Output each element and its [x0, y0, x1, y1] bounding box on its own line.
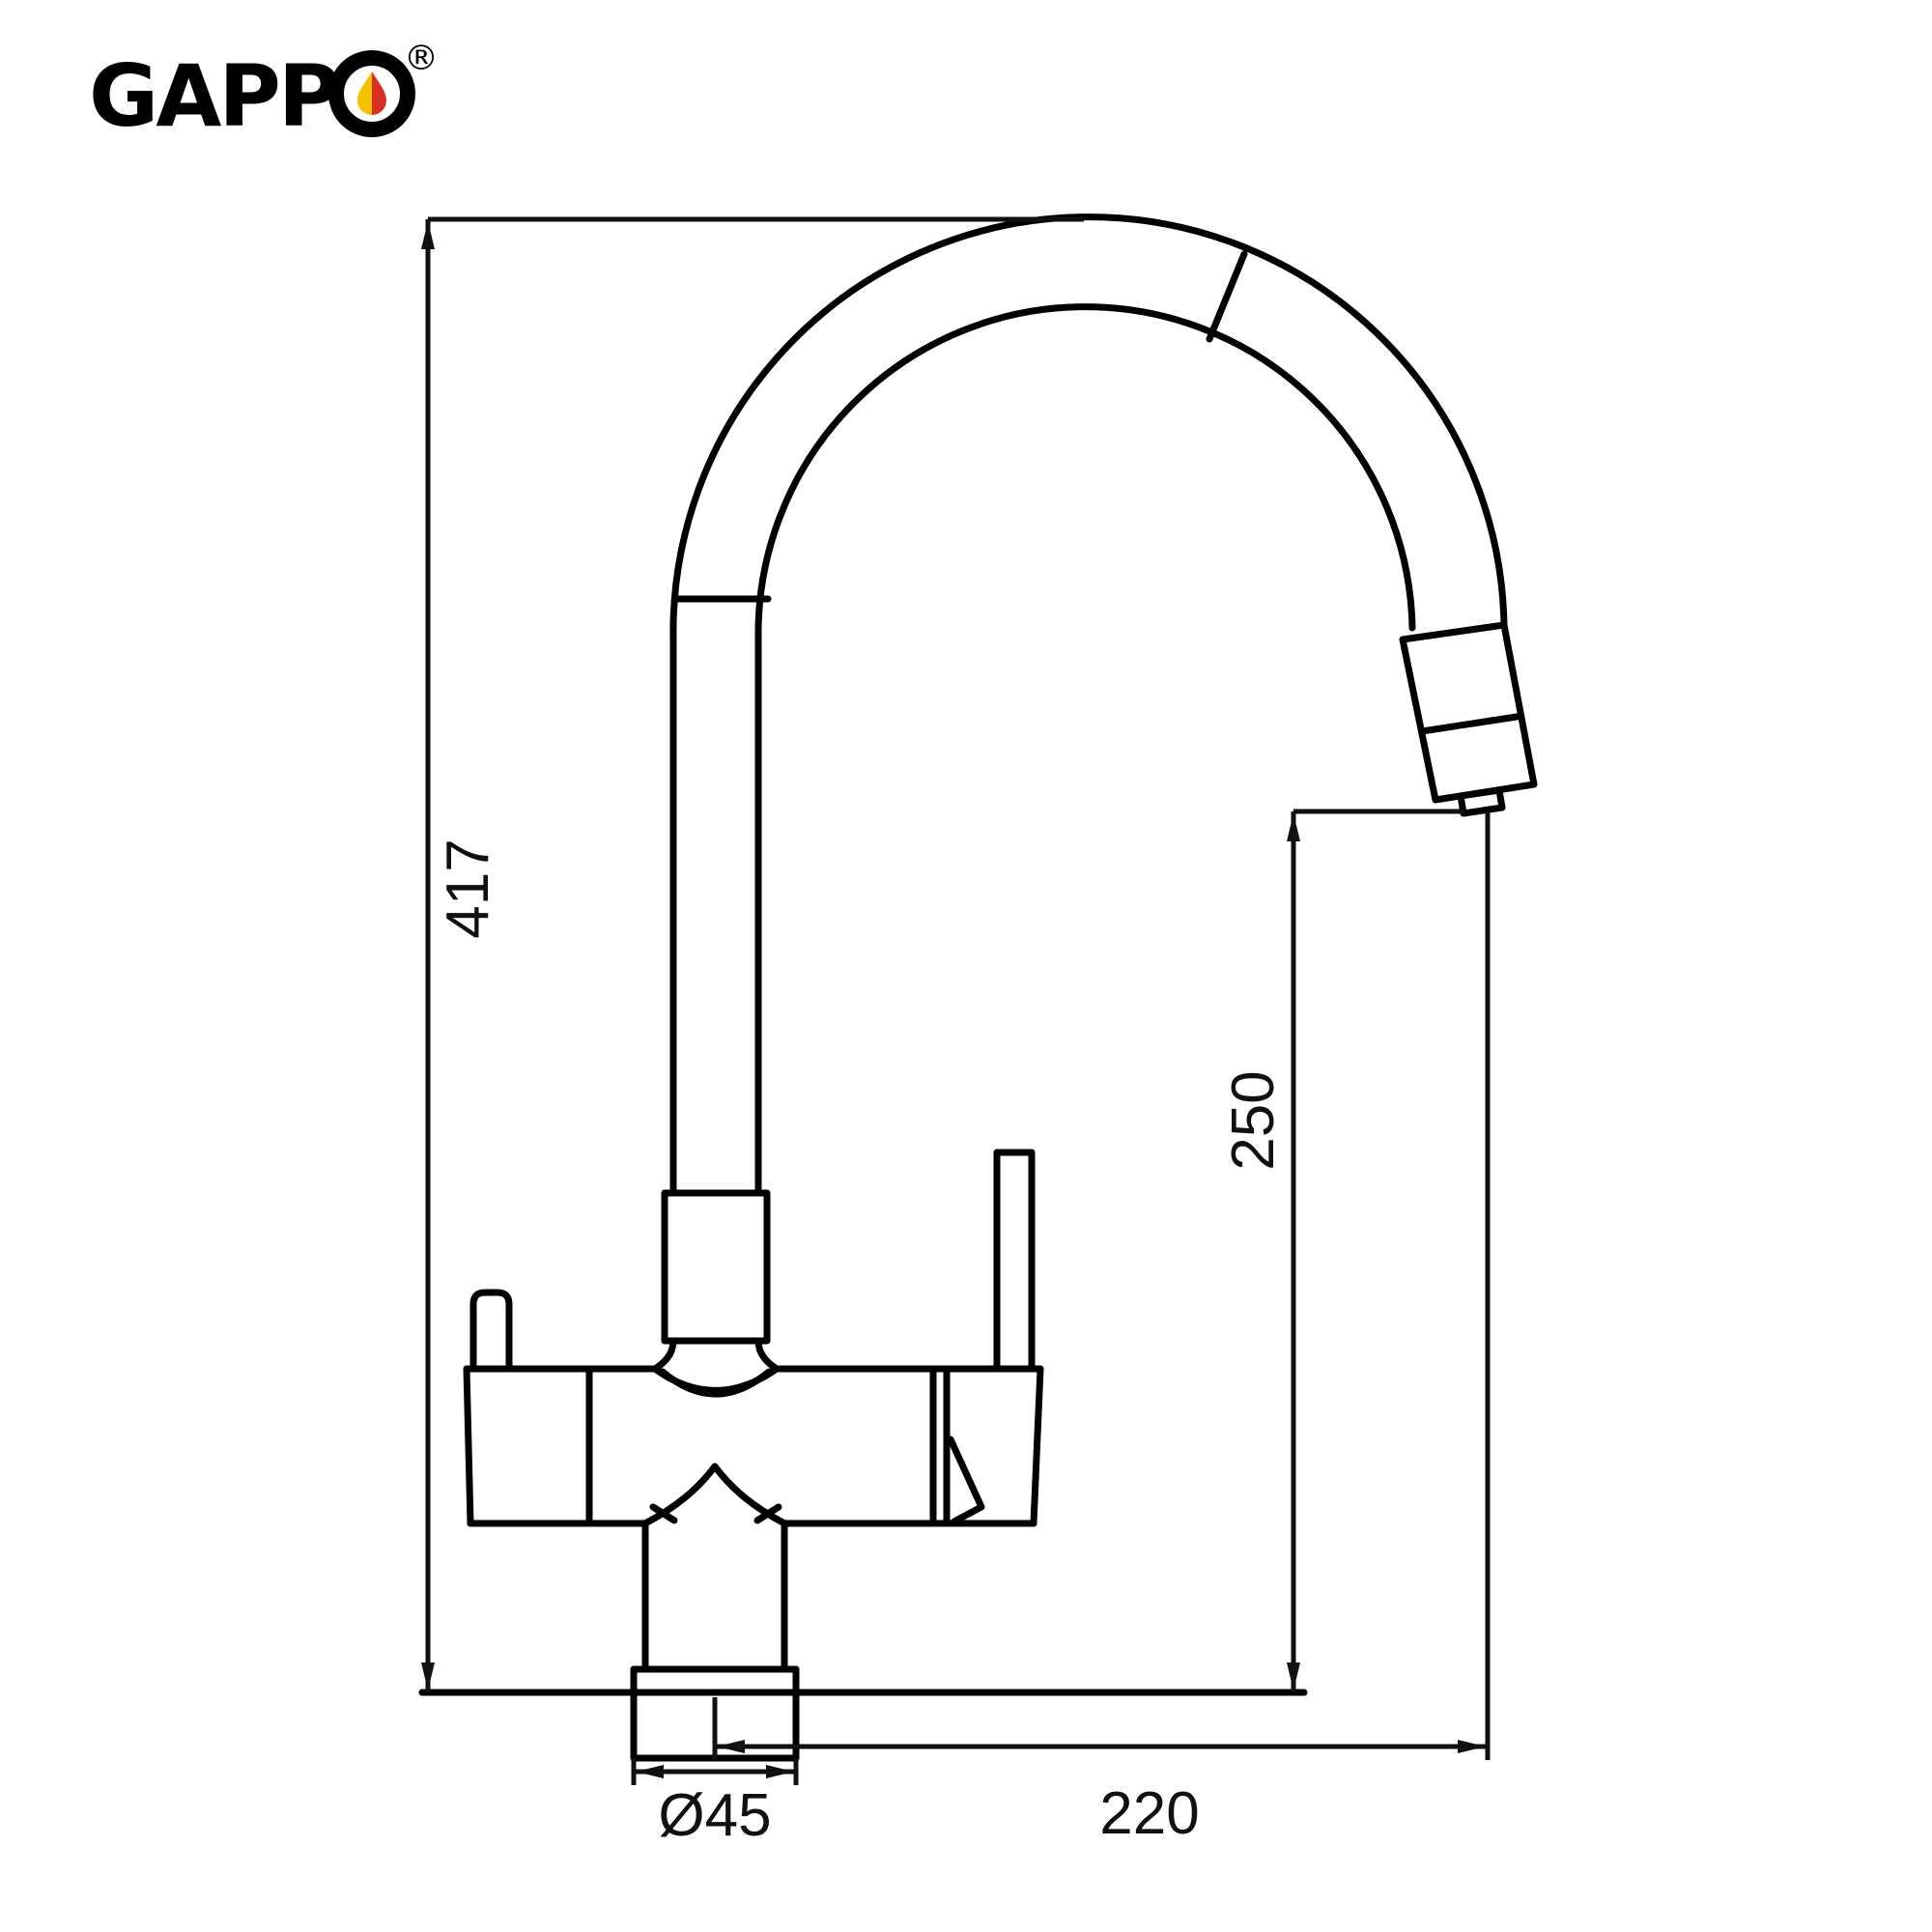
filtered-water-lever: [469, 1289, 513, 1373]
handle-base-detail-lines: [947, 1435, 985, 1525]
spray-head-body: [1399, 621, 1538, 804]
arrowhead-down-icon: [1287, 1662, 1300, 1690]
body-left-end-cap-edge: [463, 1365, 474, 1527]
arrowhead-right-icon: [766, 1765, 794, 1778]
spray-head-joint-line: [1418, 713, 1520, 735]
logo-drop-left-half: [357, 71, 372, 115]
riser-flare-right: [754, 1337, 781, 1373]
spout-flex-joint-line: [1206, 250, 1248, 343]
arrowhead-down-icon: [421, 1662, 435, 1690]
logo-wordmark-text: GAPP: [89, 46, 337, 146]
dim-250-label: 250: [1220, 1070, 1287, 1170]
body-right-end-cap-edge: [1030, 1365, 1044, 1527]
dimension-total-height: 417: [421, 216, 1084, 1692]
faucet-outline: [463, 213, 1538, 1762]
arrowhead-up-icon: [1287, 813, 1300, 841]
arrowhead-left-icon: [636, 1765, 664, 1778]
dimension-spout-outlet-height: 250: [1220, 809, 1464, 1692]
mixer-lever: [993, 1149, 1036, 1373]
dim-417-label: 417: [435, 838, 501, 938]
registered-trademark-symbol: ®: [404, 39, 439, 78]
riser-dome-inner: [659, 1368, 773, 1398]
body-right-joint-lines: [929, 1365, 951, 1527]
gooseneck-inner-curve: [754, 303, 1416, 1197]
logo-o-ring: [328, 50, 415, 137]
cone-foot-detail-lines: [649, 1503, 782, 1524]
dim-45-label: Ø45: [658, 1782, 771, 1849]
base-column-sides: [641, 1520, 788, 1673]
arrowhead-right-icon: [1458, 1740, 1486, 1753]
logo-drop-right-half: [372, 71, 386, 115]
dim-220-label: 220: [1099, 1780, 1199, 1847]
arrowhead-up-icon: [421, 221, 435, 249]
gooseneck-outer-curve: [669, 213, 1508, 1197]
gappo-logo: GAPP ®: [89, 39, 439, 146]
arrowhead-left-icon: [717, 1740, 745, 1753]
dimension-base-diameter: Ø45: [631, 1758, 799, 1849]
spray-head-nozzle-tip: [1457, 786, 1506, 817]
riser-collar: [661, 1189, 771, 1345]
riser-flare-left: [651, 1337, 677, 1373]
dimension-spout-reach: 220: [712, 811, 1491, 1847]
body-cone-transition: [641, 1463, 788, 1527]
